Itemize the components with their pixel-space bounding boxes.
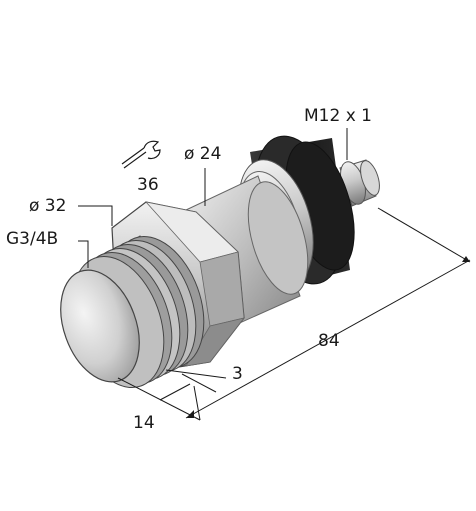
label-wrench-size: 36: [137, 175, 159, 195]
label-diameter-body: ø 24: [184, 144, 222, 164]
label-total-length: 84: [318, 331, 340, 351]
sensor-face: [60, 269, 140, 383]
label-thread-length: 14: [133, 413, 155, 433]
label-thread-connector: M12 x 1: [304, 106, 372, 126]
dimension-lines: [78, 128, 471, 421]
wrench-icon: [121, 140, 161, 169]
label-diameter-hex: ø 32: [29, 196, 67, 216]
label-process-thread: G3/4B: [6, 229, 59, 249]
label-hex-height: 3: [232, 364, 243, 384]
